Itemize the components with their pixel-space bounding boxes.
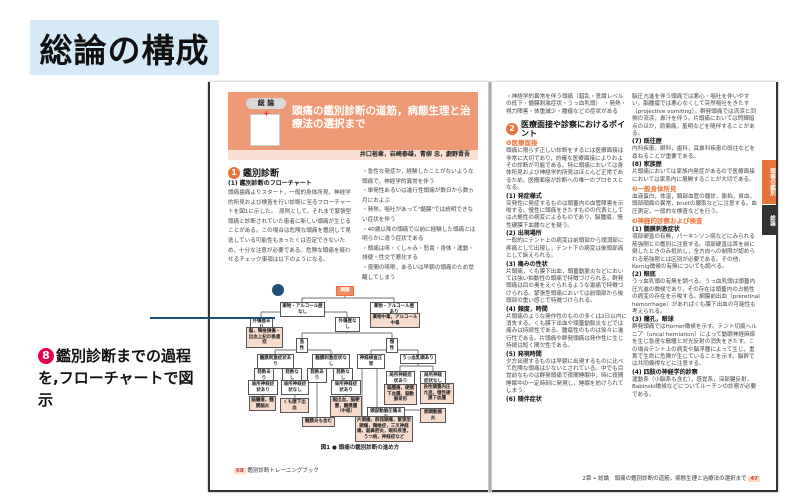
section-tab[interactable]: 総論: [762, 205, 776, 235]
item-text: 運動系（小脳系も含む），感覚系，深部腱反射，Babinski徴候などについてルー…: [632, 376, 757, 398]
page-title: 総論の構成: [30, 20, 219, 75]
item-text: 夕方出現するものは早朝に出現するものに比べて危険な頭痛は少ないとされている。中で…: [506, 358, 624, 395]
item-heading: (2) 眼底: [632, 271, 656, 279]
flow-node: 脳腫瘍，硬膜下血腫，脳動脈奇形: [384, 384, 417, 405]
flow-node: 髄膜炎も含む: [302, 417, 335, 427]
flow-node: 良性頭蓋内圧亢進，慢性硬膜下血腫: [420, 383, 454, 404]
section-title: 鑑別診断: [243, 169, 280, 179]
hospital-icon: +: [250, 109, 280, 146]
item-heading: (3) 瞳孔，眼球: [632, 316, 674, 324]
chapter-badge: 総 論: [246, 98, 286, 109]
flow-node: 局所神経症状あり: [248, 380, 278, 395]
flow-node: 局所神経症状なし: [281, 380, 309, 395]
subheading: ❷一般身体所見: [632, 185, 677, 194]
section-number: 1: [228, 166, 240, 179]
callout-pointer: [150, 284, 284, 319]
body-text: 頭痛歯痛よりスタート，一般的身体所見，神経学的所見および検査を行い診断に至るフロ…: [228, 190, 352, 264]
item-heading: (4) 頻度，時間: [506, 305, 548, 313]
item-heading: (5) 発現時間: [506, 350, 542, 358]
chapter-title: 頭痛の鑑別診断の道筋，病態生理と治療法の選択まで: [292, 105, 471, 130]
item-text: 突発性に発症するものは頭蓋内の血管障害を示唆する。慢性に頭痛をきたすものの代表と…: [506, 200, 624, 229]
flow-node: 神経検査正常: [357, 354, 385, 369]
list-item: ・急性な発症か，経験したことがないような頭痛で，神経学的異常を伴う: [362, 169, 474, 185]
item-text: 片頭痛のような発作性のものの多くは2日以内に消失する。くも膜下出血や頭蓋動脈炎な…: [506, 313, 628, 350]
left-footer: 68 鑑別診断トレーニングブック: [234, 466, 319, 474]
figure-caption: 図1 ● 頭痛の鑑別診断の進め方: [320, 445, 400, 451]
list-item: ・頭痛は咳・くしゃみ・怒責・身体・運動・排便・性交で悪化する: [362, 245, 474, 262]
flow-node: 髄膜刺激症状あり: [257, 354, 294, 369]
item-text: 群発頭痛ではHorner徴候を示す。テント切痕ヘルニア（uncal hernia…: [632, 324, 757, 368]
item-heading: (1) 髄膜刺激症状: [632, 226, 680, 234]
authors: 井口裕章，岩崎泰雄，青柳 忠，劇野晋吾: [228, 150, 478, 160]
flow-node: 急性: [296, 338, 308, 353]
list-item: ・神経学的異常を伴う頭痛（錯乱・意識レベルの低下・髄膜刺激症状・うっ血乳頭） ・…: [506, 94, 627, 115]
body-text: 血液蛋白，体温，頸部血管の聴診，脈拍，貧血，頭部顔面の異常，bruitの聴取など…: [632, 194, 758, 215]
book-title: 鑑別診断トレーニングブック: [247, 468, 319, 474]
subheading: ❸神経的診察および検査: [632, 217, 703, 226]
list-item: ・40歳以降の頭痛で以前に経験した頭痛とは明らかに違う症状である: [362, 226, 476, 243]
flow-node: 脳膿瘍，髄膜脳炎: [249, 396, 276, 411]
right-column-2: 脳圧亢進を伴う頭痛では悪心・嘔吐を伴いやすい。脳腫瘍では悪心なくして突然嘔吐をき…: [632, 94, 760, 399]
item-heading: (7) 既往歴: [632, 138, 662, 146]
annotation-text: 鑑別診断までの過程を,フローチャートで図示: [38, 347, 194, 409]
item-text: 脳圧亢進を伴う頭痛では悪心・嘔吐を伴いやすい。脳腫瘍では悪心なくして突然嘔吐をき…: [632, 94, 756, 138]
flow-node: うっ血乳頭あり: [400, 354, 436, 364]
item-heading: (4) 四肢の神経学的診察: [632, 368, 698, 376]
book-spine: [488, 82, 492, 492]
running-title: 2章 • 総論 頭痛の鑑別診断の道筋，病態生理と治療法の選択まで: [582, 476, 747, 482]
flow-node: 発熱あり: [254, 368, 274, 383]
left-column-2: ・急性な発症か，経験したことがないような頭痛で，神経学的異常を伴う ・単発性ある…: [362, 168, 478, 283]
flow-node: 慢性: [386, 338, 398, 353]
item-heading: (3) 痛みの性状: [506, 260, 548, 268]
item-heading: (6) 随伴症状: [506, 395, 542, 403]
item-text: うっ血乳頭の有無を調べる。うっ血乳頭は頭蓋内圧亢進の徴候であり，その存在は頭蓋内…: [632, 279, 760, 315]
flow-node: 薬物・アルコール歴なし: [280, 302, 325, 317]
flow-node: 局所神経症状あり: [331, 380, 361, 395]
item-text: 片頭痛，くも膜下出血，頭蓋動脈炎などにおいては強い拍動性の頭痛で特徴づけられる。…: [506, 268, 624, 305]
subheading: ❶医療面接: [506, 139, 538, 148]
flow-node: 髄膜刺激症状なし: [312, 354, 350, 369]
flow-node: 外傷歴なし: [335, 317, 360, 332]
chapter-header: 総 論 + 頭痛の鑑別診断の道筋，病態生理と治療法の選択まで: [228, 92, 478, 150]
item-text: 項部硬直の有無，パーキンソン病などにみられる筋強剛との鑑別に注意する。項部硬直は…: [632, 234, 756, 270]
body-text: 頭痛に限らず正しい診断をするには医療面接は非常に大切であり，的確な医療面接により…: [506, 148, 624, 192]
item-heading: (8) 家族歴: [632, 161, 662, 169]
flow-node: くも膜下出血: [280, 398, 309, 413]
item-heading: (2) 出現場所: [506, 230, 542, 238]
item-text: 内科疾患，眼科，歯科，耳鼻科疾患の既往などを尋ねることが重要である。: [632, 146, 756, 160]
right-column-1: ・神経学的異常を伴う頭痛（錯乱・意識レベルの低下・髄膜刺激症状・うっ血乳頭） ・…: [506, 94, 628, 404]
chapter-tab[interactable]: 頭痛の鑑別: [762, 160, 776, 204]
item-text: 片頭痛においては家族内発症があるので医療面接においては家系内に展開することが大切…: [632, 169, 755, 183]
list-item: ・夜間の咳嗽，あるいは早朝の頭痛のため覚醒してしまう: [362, 264, 474, 281]
flow-node: 局所神経症状あり: [386, 371, 415, 386]
flow-node: 側頭動脈炎: [420, 408, 446, 423]
flow-node: 頭痛: [336, 286, 354, 296]
page-number: 68: [234, 468, 246, 474]
flow-node: 脳，頸椎損傷・出血上記の後遺症: [246, 327, 283, 348]
subheading: (1) 鑑別診断のフローチャート: [228, 180, 312, 187]
section-number: 2: [506, 123, 518, 136]
page-number: 47: [748, 476, 760, 482]
flow-node: 脳出血，脳梗塞，髄膜腫（中枢）: [330, 396, 362, 417]
section-title: 医療面接や診察におけるポイント: [521, 120, 625, 139]
annotation-number: 8: [38, 348, 54, 364]
flow-node: 発熱あり: [307, 368, 327, 383]
flow-node: 片頭痛，群発頭痛，緊張型頭痛，頸椎症，三叉神経痛，副鼻腔炎，眼科疾患，うつ病，神…: [355, 416, 413, 442]
list-item: ・発熱，嘔吐があって"髄膜"では説明できない症状を伴う: [362, 207, 474, 223]
item-text: 一般的にテント上の病変は前頭部から頭頂部に疼痛として出現し，テント下の病変は後頭…: [506, 238, 624, 260]
right-footer: 2章 • 総論 頭痛の鑑別診断の道筋，病態生理と治療法の選択まで 47: [560, 474, 760, 482]
flow-node: 薬物中毒，アルコール中毒: [370, 313, 420, 328]
item-heading: (1) 発症様式: [506, 192, 542, 200]
list-item: ・単発性あるいは進行性頭痛が数日から数ヵ月におよぶ: [362, 188, 474, 204]
